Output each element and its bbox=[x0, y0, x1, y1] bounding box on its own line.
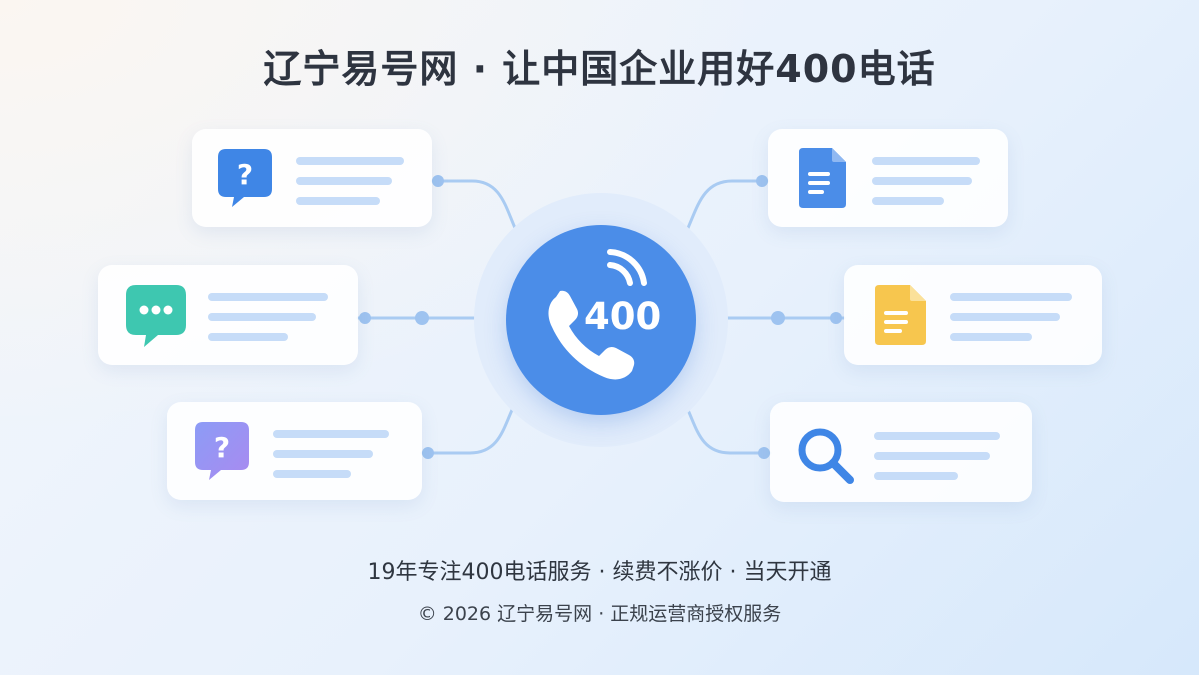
document-icon bbox=[798, 146, 848, 214]
note-card bbox=[844, 265, 1102, 365]
svg-text:?: ? bbox=[214, 431, 230, 464]
question-card: ? bbox=[192, 129, 432, 227]
text-placeholder-lines bbox=[273, 430, 389, 490]
hub-label: 400 bbox=[584, 295, 662, 338]
question-bubble-icon: ? bbox=[216, 147, 276, 213]
text-placeholder-lines bbox=[950, 293, 1072, 353]
phone-icon bbox=[548, 249, 647, 380]
search-icon bbox=[796, 426, 856, 490]
tagline: 19年专注400电话服务 · 续费不涨价 · 当天开通 bbox=[367, 560, 832, 585]
question-bubble-icon: ? bbox=[193, 420, 253, 486]
chat-card bbox=[98, 265, 358, 365]
help-card: ? bbox=[167, 402, 422, 500]
svg-text:?: ? bbox=[237, 158, 253, 191]
copyright-notice: © 2026 辽宁易号网 · 正规运营商授权服务 bbox=[417, 603, 782, 625]
hub-400-phone: 400 bbox=[506, 225, 696, 415]
document-icon bbox=[874, 283, 928, 351]
text-placeholder-lines bbox=[208, 293, 328, 353]
page-title: 辽宁易号网 · 让中国企业用好400电话 bbox=[263, 47, 936, 91]
document-card bbox=[768, 129, 1008, 227]
text-placeholder-lines bbox=[872, 157, 980, 217]
search-card bbox=[770, 402, 1032, 502]
chat-bubble-icon bbox=[124, 283, 188, 353]
text-placeholder-lines bbox=[874, 432, 1000, 492]
text-placeholder-lines bbox=[296, 157, 404, 217]
